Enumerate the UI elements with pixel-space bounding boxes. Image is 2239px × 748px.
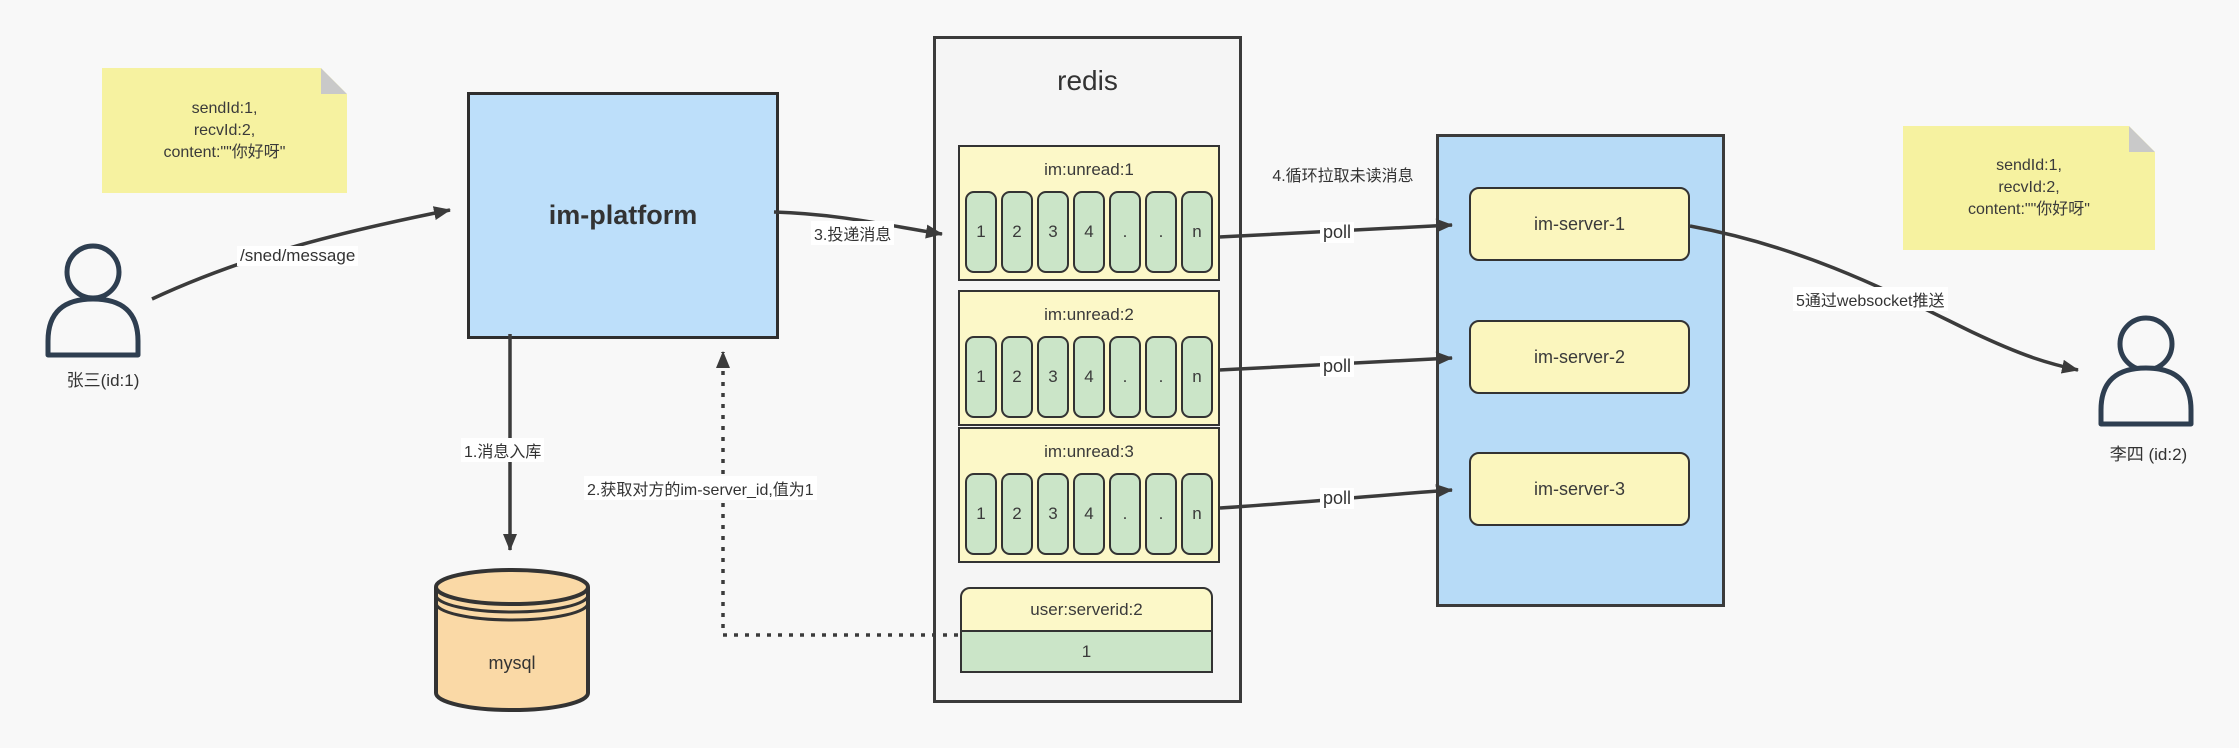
queue-im-unread-3: im:unread:3 1 2 3 4 . . n	[958, 427, 1220, 563]
queue-cell: 4	[1073, 336, 1105, 418]
message-note-right: sendId:1, recvId:2, content:""你好呀"	[1903, 126, 2155, 250]
queue-cell: 4	[1073, 191, 1105, 273]
im-server-1-box: im-server-1	[1469, 187, 1690, 261]
queue-cell: 1	[965, 191, 997, 273]
queue-im-unread-2: im:unread:2 1 2 3 4 . . n	[958, 290, 1220, 426]
edge-label-poll-3: poll	[1320, 488, 1355, 509]
note-fold-icon	[2129, 126, 2155, 152]
queue-cell: 1	[965, 336, 997, 418]
queue-cell: n	[1181, 336, 1213, 418]
queue-title: im:unread:2	[1044, 305, 1134, 324]
im-server-2-box: im-server-2	[1469, 320, 1690, 394]
queue-title: im:unread:1	[1044, 160, 1134, 179]
queue-cell: .	[1109, 336, 1141, 418]
sender-label: 张三(id:1)	[66, 371, 140, 390]
queue-cells: 1 2 3 4 . . n	[960, 191, 1218, 279]
queue-cell: 3	[1037, 191, 1069, 273]
edge-label-step1: 1.消息入库	[461, 438, 545, 462]
queue-title: im:unread:3	[1044, 442, 1134, 461]
queue-cells: 1 2 3 4 . . n	[960, 336, 1218, 424]
note-line: sendId:1,	[1996, 157, 2062, 174]
note-fold-icon	[321, 68, 347, 94]
edge-label-poll-1: poll	[1320, 222, 1355, 243]
queue-cell: .	[1109, 191, 1141, 273]
redis-title: redis	[1057, 65, 1118, 96]
note-line: recvId:2,	[1998, 179, 2060, 196]
edge-label-step3: 3.投递消息	[811, 221, 895, 245]
queue-cell: n	[1181, 191, 1213, 273]
mapping-value: 1	[960, 632, 1213, 673]
queue-im-unread-1: im:unread:1 1 2 3 4 . . n	[958, 145, 1220, 281]
user-serverid-mapping: user:serverid:2 1	[960, 587, 1213, 673]
redis-container: redis im:unread:1 1 2 3 4 . . n im:unrea…	[933, 36, 1242, 703]
edge-label-poll-2: poll	[1320, 356, 1355, 377]
note-line: content:""你好呀"	[1968, 201, 2090, 218]
queue-cell: .	[1145, 473, 1177, 555]
edge-label-send: /sned/message	[237, 246, 359, 266]
queue-cell: .	[1145, 191, 1177, 273]
queue-cell: 4	[1073, 473, 1105, 555]
receiver-label: 李四 (id:2)	[2109, 445, 2188, 464]
edge-label-step4: 4.循环拉取未读消息	[1272, 168, 1414, 185]
edge-label-step2: 2.获取对方的im-server_id,值为1	[584, 476, 817, 500]
note-line: content:""你好呀"	[163, 143, 286, 161]
queue-cell: .	[1109, 473, 1141, 555]
note-line: sendId:1,	[191, 99, 258, 117]
queue-cell: 3	[1037, 473, 1069, 555]
queue-cells: 1 2 3 4 . . n	[960, 473, 1218, 561]
im-server-group: im-server-1 im-server-2 im-server-3	[1436, 134, 1725, 607]
im-server-3-box: im-server-3	[1469, 452, 1690, 526]
user-receiver-icon	[2098, 315, 2194, 427]
im-platform-box: im-platform	[467, 92, 779, 339]
user-sender-icon	[45, 243, 141, 358]
queue-cell: 2	[1001, 473, 1033, 555]
queue-cell: 3	[1037, 336, 1069, 418]
edge-label-step5: 5通过websocket推送	[1793, 287, 1948, 311]
queue-cell: 2	[1001, 191, 1033, 273]
mysql-cylinder-icon	[434, 568, 590, 712]
queue-cell: 2	[1001, 336, 1033, 418]
queue-cell: 1	[965, 473, 997, 555]
queue-cell: .	[1145, 336, 1177, 418]
queue-cell: n	[1181, 473, 1213, 555]
im-platform-label: im-platform	[548, 200, 698, 230]
mapping-key: user:serverid:2	[960, 587, 1213, 632]
mysql-label: mysql	[488, 653, 536, 673]
message-note-left: sendId:1, recvId:2, content:""你好呀"	[102, 68, 347, 193]
note-line: recvId:2,	[193, 121, 256, 139]
